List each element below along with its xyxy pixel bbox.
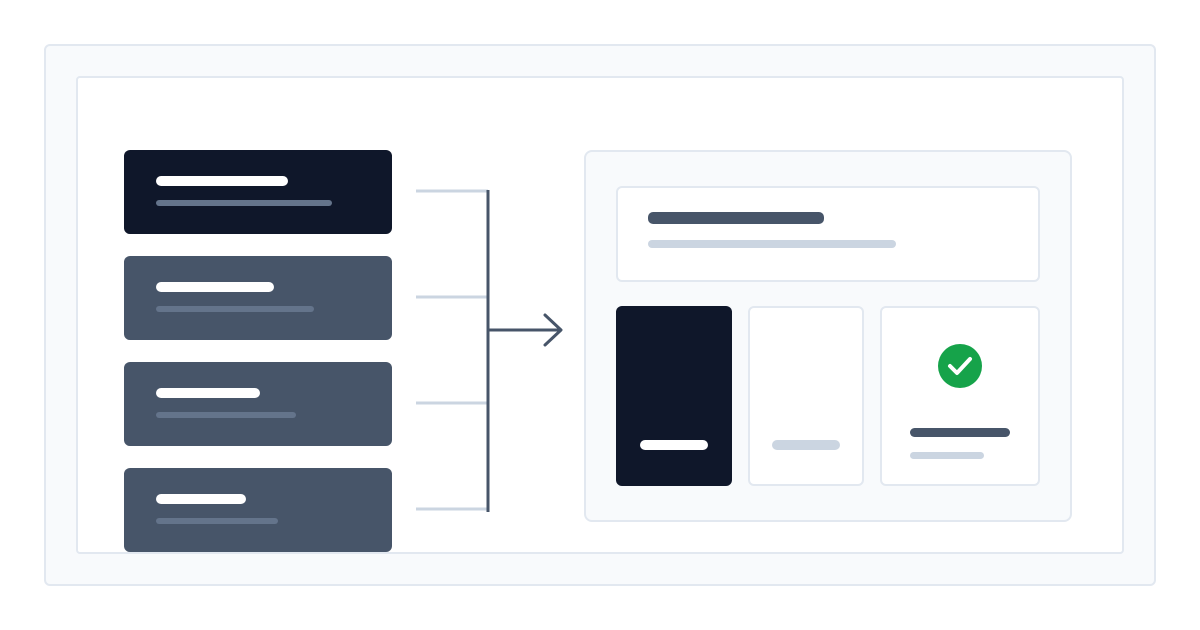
source-card-title-bar xyxy=(156,176,288,186)
source-card-4[interactable] xyxy=(124,468,392,552)
arrow-right-icon xyxy=(543,313,563,347)
success-title-bar xyxy=(910,428,1010,437)
tile-label-bar xyxy=(772,440,840,450)
source-card-1[interactable] xyxy=(124,150,392,234)
header-title-bar xyxy=(648,212,824,224)
header-subtitle-bar xyxy=(648,240,896,248)
source-card-subtitle-bar xyxy=(156,306,314,312)
target-header-card xyxy=(616,186,1040,282)
check-circle-icon xyxy=(938,344,982,388)
source-card-subtitle-bar xyxy=(156,200,332,206)
source-card-2[interactable] xyxy=(124,256,392,340)
source-card-3[interactable] xyxy=(124,362,392,446)
target-tile-success[interactable] xyxy=(880,306,1040,486)
source-card-subtitle-bar xyxy=(156,412,296,418)
source-card-subtitle-bar xyxy=(156,518,278,524)
source-card-title-bar xyxy=(156,494,246,504)
source-card-title-bar xyxy=(156,388,260,398)
tile-label-bar xyxy=(640,440,708,450)
check-mark-icon xyxy=(948,357,972,375)
target-tile-light[interactable] xyxy=(748,306,864,486)
success-subtitle-bar xyxy=(910,452,984,459)
source-card-title-bar xyxy=(156,282,274,292)
target-tile-dark[interactable] xyxy=(616,306,732,486)
